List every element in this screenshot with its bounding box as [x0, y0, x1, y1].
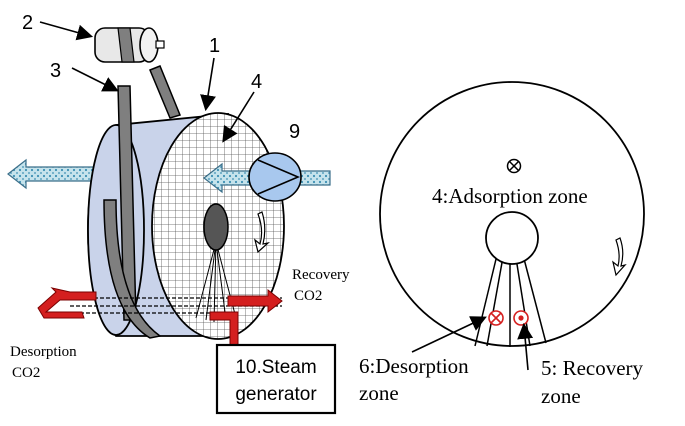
- label-3: 3: [50, 60, 61, 82]
- label-1: 1: [209, 35, 220, 57]
- desorption-zone-label-2: zone: [359, 381, 399, 405]
- desorption-co2-arrow: [37, 287, 97, 319]
- recovery-zone-label-1: 5: Recovery: [541, 356, 644, 380]
- drive-belt: [103, 65, 182, 339]
- fan-icon: [248, 152, 302, 202]
- recovery-co2-arrow: [227, 288, 283, 314]
- steam-generator-label-2: generator: [235, 384, 317, 405]
- rotor-face-view: [379, 81, 645, 347]
- circle-dot-icon: [513, 310, 529, 326]
- desorption-zone-leader: [411, 316, 487, 353]
- desorption-co2-label-2: CO2: [12, 365, 40, 381]
- label-2: 2: [22, 12, 33, 34]
- label-4: 4: [251, 71, 262, 93]
- leader-lines: [39, 21, 255, 143]
- adsorption-zone-label: 4:Adsorption zone: [432, 184, 588, 208]
- curved-down-arrow-icon: [253, 211, 271, 254]
- circle-cross-icon: [506, 158, 522, 174]
- curved-down-arrow-icon-right: [612, 237, 627, 277]
- desorption-zone-label-1: 6:Desorption: [359, 354, 469, 378]
- steam-generator: 10.Steam generator: [215, 343, 337, 415]
- recovery-co2-label-1: Recovery: [292, 267, 350, 283]
- recovery-zone-label-2: zone: [541, 384, 581, 408]
- desorption-co2-label-1: Desorption: [10, 344, 77, 360]
- recovery-co2-label-2: CO2: [294, 288, 322, 304]
- steam-generator-label-1: 10.Steam: [235, 357, 316, 378]
- desorption-circle-cross-icon: [488, 310, 504, 326]
- label-9: 9: [289, 121, 300, 143]
- recovery-zone-leader: [517, 322, 534, 371]
- motor: [94, 27, 165, 63]
